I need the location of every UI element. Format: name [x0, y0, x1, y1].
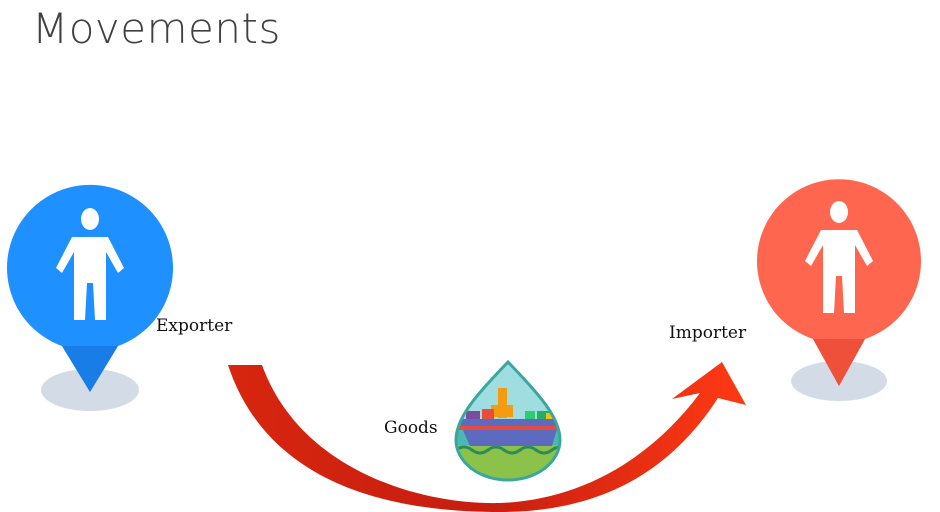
- goods-label: Goods: [384, 418, 438, 438]
- movement-arrow-icon: [228, 362, 746, 512]
- importer-person-icon: [805, 201, 873, 313]
- exporter-pin-icon: [6, 184, 173, 411]
- importer-pin-icon: [756, 179, 921, 401]
- slide-title: Movements: [32, 4, 281, 53]
- exporter-label: Exporter: [156, 316, 233, 336]
- cargo-ship-drop-icon: [454, 359, 562, 482]
- exporter-person-icon: [56, 208, 124, 320]
- exporter-pin-body: [6, 184, 173, 392]
- importer-pin-body: [756, 179, 921, 386]
- importer-label: Importer: [669, 323, 747, 343]
